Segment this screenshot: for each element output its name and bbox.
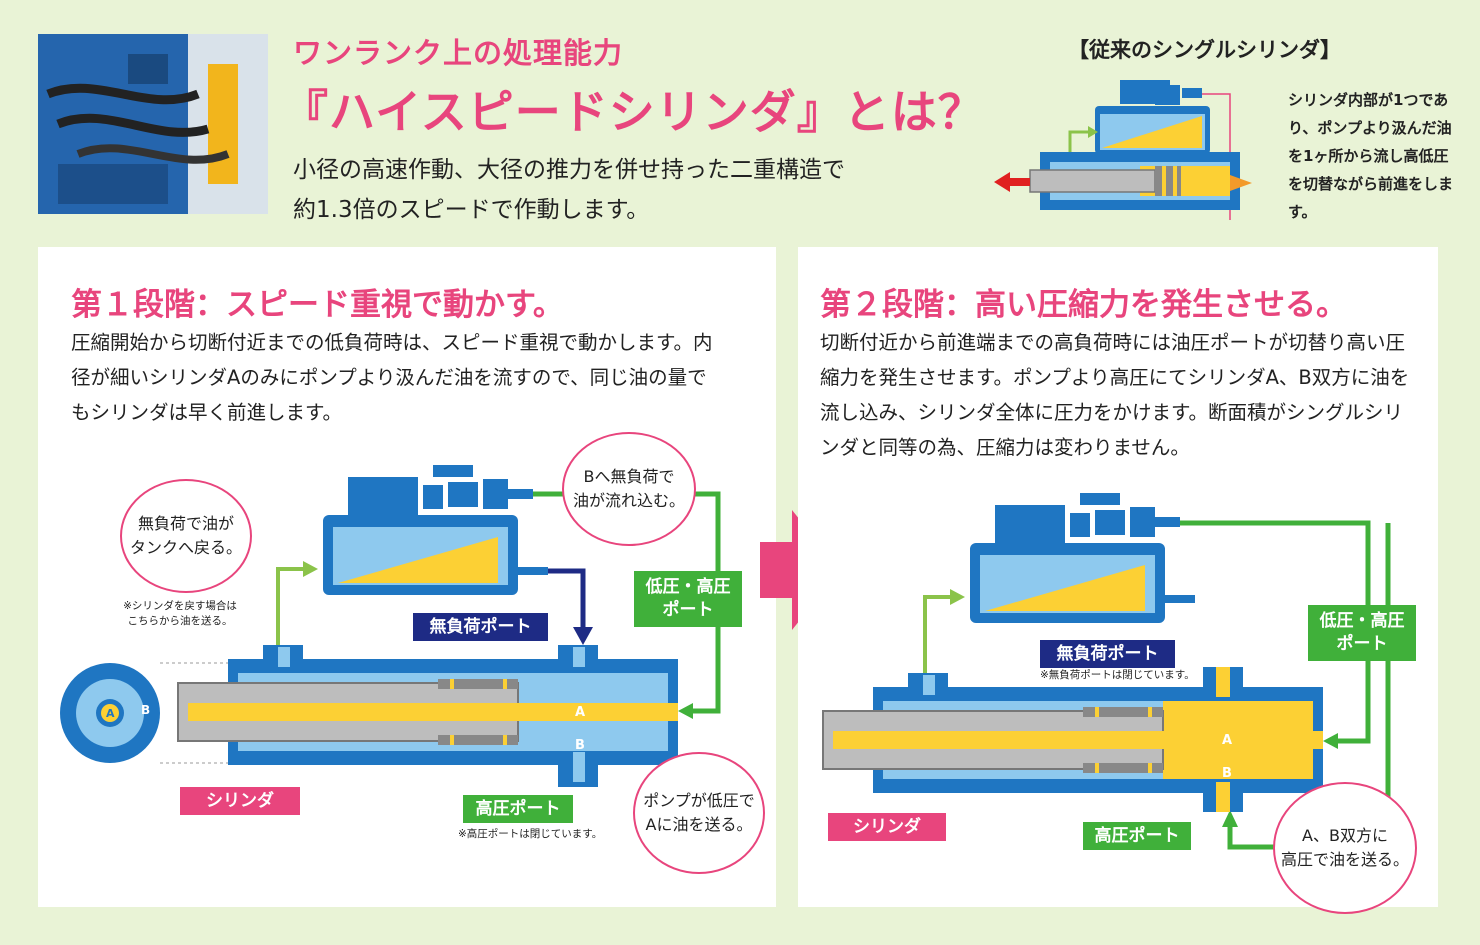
tag-cylinder: シリンダ xyxy=(828,813,946,841)
cylinder-label-b: B xyxy=(1222,766,1232,781)
cross-label-a: A xyxy=(106,707,115,720)
tag-high-port: 高圧ポート xyxy=(463,795,573,823)
bubble-return-to-tank: 無負荷で油が タンクへ戻る。 xyxy=(120,479,252,593)
cross-label-b: B xyxy=(141,703,151,717)
page-title: 『ハイスピードシリンダ』とは？ xyxy=(282,85,985,139)
stage1-panel: 第１段階：スピード重視で動かす。 圧縮開始から切断付近までの低負荷時は、スピード… xyxy=(38,247,776,907)
tag-high-port: 高圧ポート xyxy=(1083,822,1191,850)
stage1-title: 第１段階：スピード重視で動かす。 xyxy=(71,287,564,323)
bubble-pump-to-a: ポンプが低圧で Aに油を送る。 xyxy=(633,752,765,874)
intro-text: 小径の高速作動、大径の推力を併せ持った二重構造で 約1.3倍のスピードで作動しま… xyxy=(293,150,845,230)
intro-line-1: 小径の高速作動、大径の推力を併せ持った二重構造で xyxy=(293,157,845,183)
conventional-diagram xyxy=(990,70,1280,234)
header-subtitle: ワンランク上の処理能力 xyxy=(293,36,624,70)
tag-lowhigh-port: 低圧・高圧 ポート xyxy=(1308,605,1416,661)
machine-photo xyxy=(38,34,268,214)
stage2-text: 切断付近から前進端までの高負荷時には油圧ポートが切替り高い圧縮力を発生させます。… xyxy=(820,331,1410,459)
note-noload-port: ※無負荷ポートは閉じています。 xyxy=(1040,669,1195,681)
bubble-both-high: A、B双方に 高圧で油を送る。 xyxy=(1273,782,1417,914)
note-return: ※シリンダを戻す場合は こちらから油を送る。 xyxy=(123,600,237,627)
cross-section-a xyxy=(101,704,119,722)
bubble-flow-to-b: Bへ無負荷で 油が流れ込む。 xyxy=(562,432,696,546)
tag-noload-port: 無負荷ポート xyxy=(1040,640,1175,668)
stage2-panel: 第２段階：高い圧縮力を発生させる。 切断付近から前進端までの高負荷時には油圧ポー… xyxy=(798,247,1438,914)
conventional-title: 【従来のシングルシリンダ】 xyxy=(1068,38,1341,62)
tag-noload-port: 無負荷ポート xyxy=(413,613,548,641)
intro-line-2: 約1.3倍のスピードで作動します。 xyxy=(293,197,650,223)
cylinder-label-a: A xyxy=(575,705,586,720)
conventional-cylinder-illustration xyxy=(994,80,1252,220)
cylinder-label-a: A xyxy=(1222,733,1233,748)
stage1-diagram xyxy=(60,465,721,787)
machine-photo-illustration xyxy=(38,34,268,214)
tag-cylinder: シリンダ xyxy=(180,787,300,815)
note-high-port: ※高圧ポートは閉じています。 xyxy=(458,828,603,840)
stage1-text: 圧縮開始から切断付近までの低負荷時は、スピード重視で動かします。内径が細いシリン… xyxy=(71,331,713,424)
stage2-title: 第２段階：高い圧縮力を発生させる。 xyxy=(820,287,1347,323)
stage2-diagram xyxy=(822,493,1391,850)
cylinder-label-b: B xyxy=(575,738,585,753)
tag-lowhigh-port: 低圧・高圧 ポート xyxy=(634,571,742,627)
conventional-description: シリンダ内部が1つであり、ポンプより汲んだ油を1ヶ所から流し高低圧を切替ながら前… xyxy=(1288,91,1454,221)
